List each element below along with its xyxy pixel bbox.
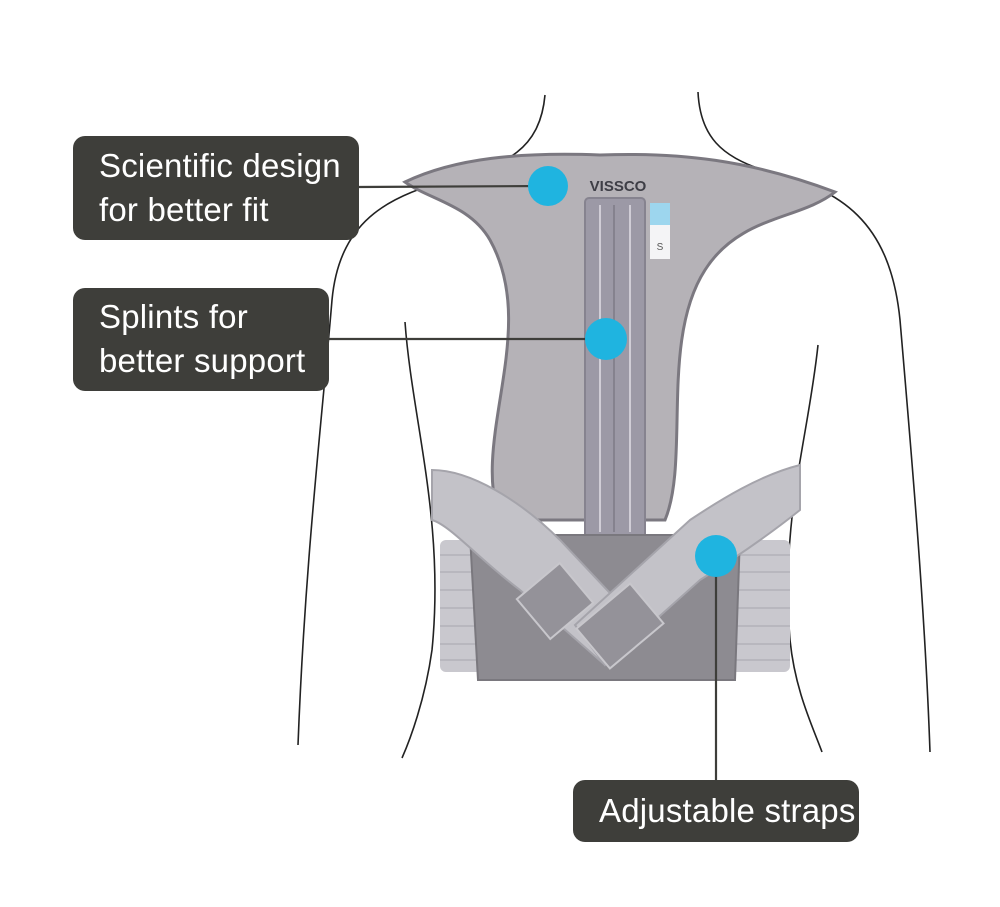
callout-marker-splints [585, 318, 627, 360]
size-tag: S [650, 203, 670, 259]
callout-connectors [329, 184, 718, 780]
callout-marker-design [528, 166, 568, 206]
callout-text: Scientific design [99, 147, 341, 184]
callout-adjustable-straps: Adjustable straps [573, 780, 859, 842]
brand-logo-text: VISSCO [590, 178, 647, 195]
callout-scientific-design: Scientific design for better fit [73, 136, 359, 240]
right-velcro-patch [575, 582, 665, 670]
callout-text: Adjustable straps [599, 792, 856, 829]
callout-text: for better fit [99, 191, 269, 228]
callout-text: better support [99, 342, 306, 379]
callout-splints: Splints for better support [73, 288, 329, 391]
callout-text: Splints for [99, 298, 248, 335]
left-velcro-patch [515, 561, 595, 641]
size-tag-label: S [657, 242, 664, 253]
callout-marker-straps [695, 535, 737, 577]
splint-strip [584, 197, 646, 539]
